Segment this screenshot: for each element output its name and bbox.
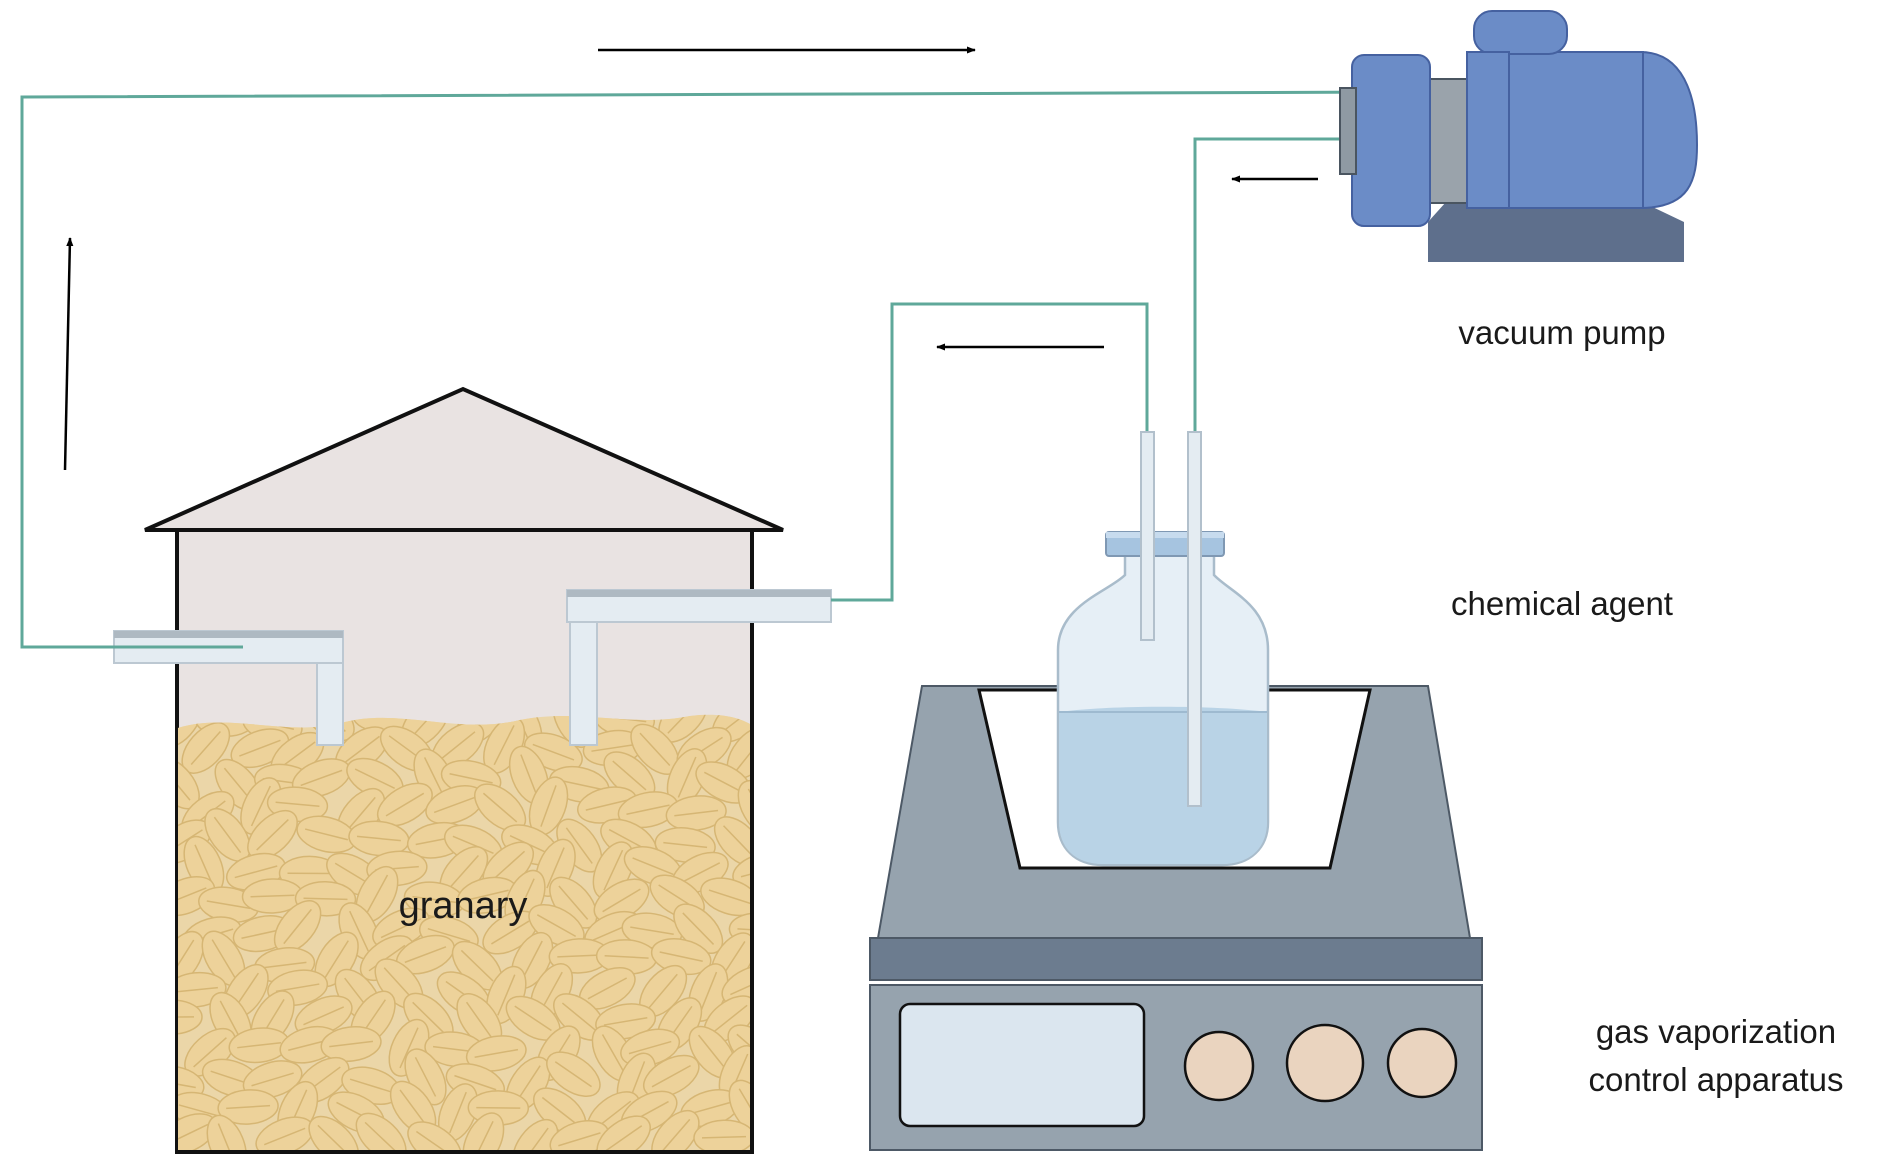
grain-kernel bbox=[355, 1112, 407, 1150]
grain-kernel bbox=[700, 877, 750, 917]
grain-kernel bbox=[546, 1051, 601, 1097]
granary-label: granary bbox=[399, 885, 528, 927]
grain-kernel bbox=[650, 938, 712, 976]
granary-inlet-pipe bbox=[566, 589, 832, 746]
grain-kernel bbox=[474, 783, 527, 832]
grain-kernel bbox=[643, 1054, 700, 1098]
grain-kernel bbox=[693, 1119, 750, 1150]
grain-kernel bbox=[389, 1080, 437, 1135]
grain-kernel bbox=[178, 971, 227, 1008]
grain-kernel bbox=[178, 930, 205, 987]
grain-kernel bbox=[732, 852, 750, 891]
apparatus-label-line2: control apparatus bbox=[1589, 1061, 1844, 1098]
grain-kernel bbox=[217, 1089, 279, 1125]
grain-kernel bbox=[617, 791, 679, 829]
grain-kernel bbox=[528, 776, 569, 836]
grain-kernel bbox=[242, 1060, 303, 1099]
grain-kernel bbox=[465, 1035, 527, 1072]
pump-inlet-flange bbox=[1339, 87, 1357, 175]
vacuum-pump bbox=[1339, 10, 1699, 262]
apparatus-label-line1: gas vaporization bbox=[1596, 1013, 1836, 1050]
grain-kernel bbox=[355, 865, 399, 923]
grain-kernel bbox=[228, 1027, 290, 1064]
bottle-liquid bbox=[1059, 706, 1267, 864]
chemical-agent-bottle bbox=[1056, 431, 1270, 867]
grain-pile bbox=[178, 714, 750, 1150]
grain-kernel bbox=[728, 1079, 750, 1136]
granary: granary bbox=[113, 386, 832, 1154]
grain-kernel bbox=[320, 1025, 382, 1063]
grain-kernel bbox=[654, 827, 716, 863]
grain-kernel bbox=[395, 934, 455, 975]
grain-kernel bbox=[296, 815, 357, 854]
grain-kernel bbox=[241, 878, 304, 914]
grain-kernel bbox=[665, 795, 727, 832]
flow-arrow-up bbox=[63, 237, 74, 471]
tubing bbox=[20, 90, 1396, 649]
apparatus-knob-2 bbox=[1285, 1023, 1365, 1103]
flow-arrows bbox=[63, 46, 1318, 471]
grain-kernel bbox=[376, 782, 433, 827]
grain-kernel bbox=[425, 785, 485, 825]
grain-kernel bbox=[348, 820, 410, 857]
grain-kernel bbox=[721, 964, 750, 1007]
apparatus-display-screen bbox=[898, 1002, 1146, 1128]
bottle-tube-long bbox=[1187, 431, 1202, 807]
pump-tube bbox=[1193, 137, 1342, 432]
grain-kernel bbox=[695, 761, 750, 804]
pump-top-hump bbox=[1473, 10, 1568, 55]
grain-kernel bbox=[308, 1115, 360, 1150]
apparatus-knob-3 bbox=[1386, 1027, 1458, 1099]
pump-motor-endcap bbox=[1639, 50, 1699, 210]
grain-kernel bbox=[578, 967, 636, 1010]
grain-kernel bbox=[178, 999, 203, 1035]
return-tube bbox=[20, 90, 1396, 649]
grain-kernel bbox=[206, 1114, 247, 1150]
pump-base bbox=[1428, 202, 1684, 262]
grain-kernel bbox=[456, 876, 518, 914]
grain-kernel bbox=[512, 1118, 559, 1150]
grain-kernel bbox=[407, 1121, 462, 1150]
pump-motor bbox=[1504, 51, 1644, 209]
grain-kernel bbox=[462, 1112, 505, 1150]
grain-kernel bbox=[596, 1115, 651, 1150]
grain-kernel bbox=[713, 816, 750, 867]
apparatus-knob-1 bbox=[1183, 1030, 1255, 1102]
supply-tube bbox=[831, 302, 1149, 602]
pump-head bbox=[1351, 54, 1431, 227]
granary-roof bbox=[144, 386, 784, 532]
bottle-tube-short bbox=[1140, 431, 1155, 641]
apparatus-shelf bbox=[869, 937, 1483, 981]
grain-kernel bbox=[737, 779, 750, 837]
grain-kernel bbox=[294, 995, 353, 1037]
grain-kernel bbox=[651, 1109, 700, 1150]
vacuum-pump-label: vacuum pump bbox=[1458, 314, 1665, 351]
chemical-agent-label: chemical agent bbox=[1451, 585, 1673, 622]
